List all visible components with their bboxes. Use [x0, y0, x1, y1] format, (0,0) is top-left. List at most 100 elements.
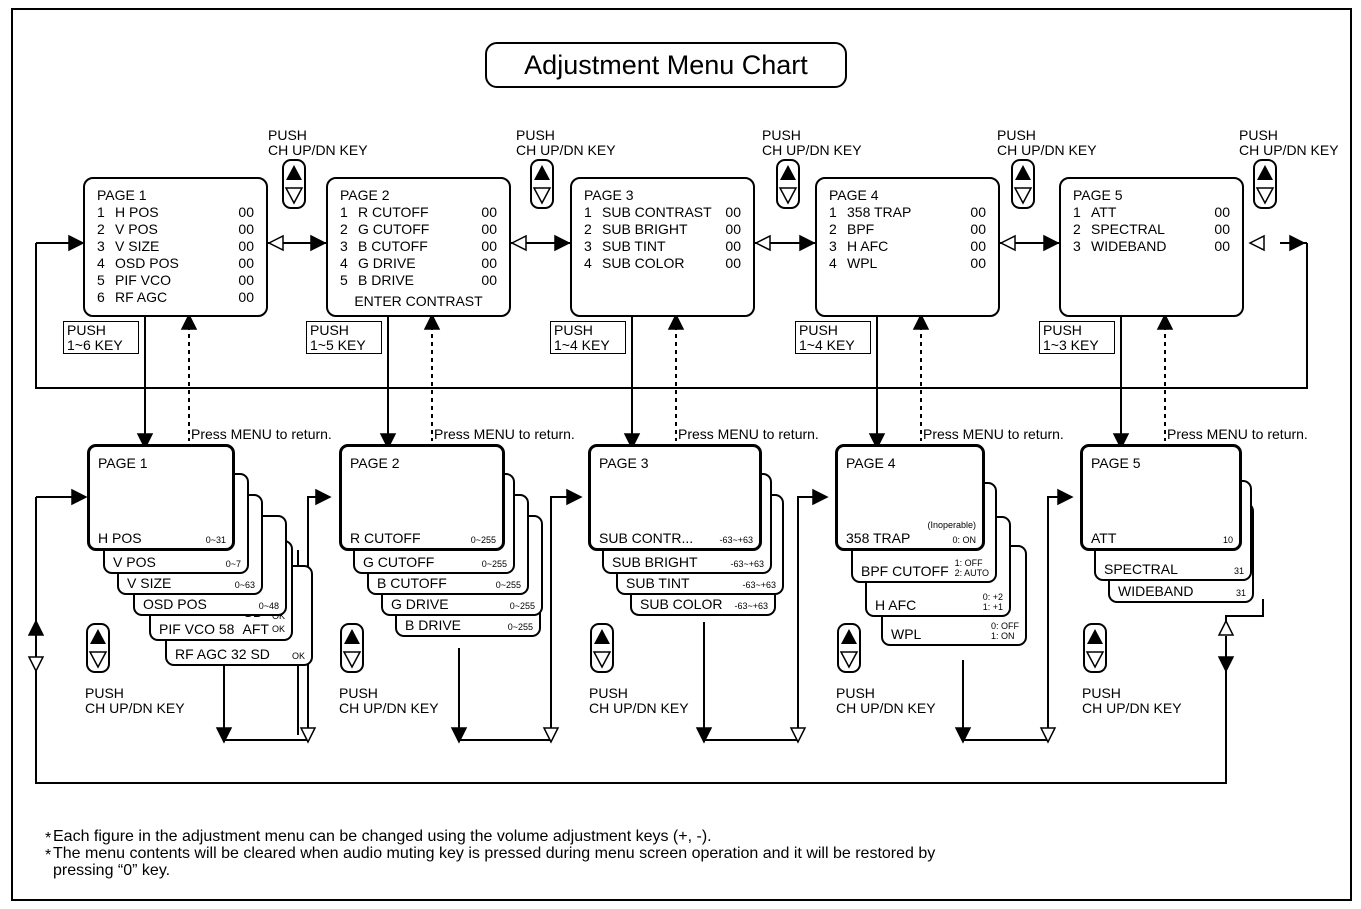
key-range: 1~3 KEY [1043, 337, 1099, 353]
menu-item-label: SUB TINT [602, 238, 666, 254]
menu-item-number: 2 [97, 221, 105, 237]
next-page-link [797, 496, 818, 740]
menu-page-title: PAGE 1 [97, 187, 147, 203]
arrow-right-icon [554, 234, 571, 252]
detail-range: 0~48 [258, 601, 279, 611]
up-arrow-icon [841, 629, 857, 644]
detail-page-title: PAGE 1 [98, 455, 148, 471]
down-arrow-icon [778, 187, 798, 205]
menu-item-label: SPECTRAL [1091, 221, 1165, 237]
arrow-right-icon [566, 488, 583, 506]
ok-label: OK [271, 611, 285, 621]
detail-range: 0~255 [481, 559, 507, 569]
key-range: 1~6 KEY [67, 337, 123, 353]
ch-up-dn-key-icon[interactable] [530, 159, 554, 209]
push-text: PUSH [554, 322, 593, 338]
detail-label: V POS [113, 554, 156, 570]
menu-item-value: 00 [238, 289, 254, 305]
arrow-left-icon [267, 234, 284, 252]
page5-loop [1225, 599, 1264, 630]
return-hint: Press MENU to return. [923, 426, 1064, 442]
menu-item-number: 1 [340, 204, 348, 220]
menu-item-number: 1 [829, 204, 837, 220]
arrow-down-icon [695, 727, 713, 744]
menu-item-value: 00 [238, 255, 254, 271]
down-arrow-icon [592, 651, 612, 669]
push-text: PUSH [799, 322, 838, 338]
next-page-link [1047, 496, 1063, 740]
ch-up-dn-key-icon[interactable] [837, 623, 861, 673]
push-ch-label: PUSH CH UP/DN KEY [1239, 127, 1339, 158]
push-ch-label: PUSH CH UP/DN KEY [1082, 685, 1182, 716]
menu-item-number: 5 [97, 272, 105, 288]
footnote-2: *The menu contents will be cleared when … [45, 845, 936, 879]
push-text: PUSH [67, 322, 106, 338]
ch-up-dn-key-icon[interactable] [1083, 623, 1107, 673]
down-arrow-icon [88, 651, 108, 669]
detail-range: 1: OFF 2: AUTO [954, 558, 989, 578]
menu-item-label: G DRIVE [358, 255, 416, 271]
menu-item-label: H POS [115, 204, 159, 220]
up-arrow-icon [90, 629, 106, 644]
ch-up-dn-key-icon[interactable] [776, 159, 800, 209]
detail-label: PIF VCO 58 [159, 621, 235, 637]
arrow-down-icon [954, 727, 972, 744]
ch-up-dn-key-icon[interactable] [1011, 159, 1035, 209]
menu-item-value: 00 [1214, 238, 1230, 254]
detail-page-title: PAGE 5 [1091, 455, 1141, 471]
menu-item-value: 00 [725, 204, 741, 220]
ch-up-dn-key-icon[interactable] [282, 159, 306, 209]
ch-up-dn-key-icon[interactable] [86, 623, 110, 673]
menu-footer: ENTER CONTRAST [354, 293, 483, 309]
arrow-down-icon [379, 433, 397, 450]
arrow-down-icon [27, 656, 45, 673]
ch-up-dn-key-icon[interactable] [340, 623, 364, 673]
menu-item-number: 4 [584, 255, 592, 271]
ch-up-dn-key-icon[interactable] [590, 623, 614, 673]
up-arrow-icon [1015, 165, 1031, 180]
menu-item-value: 00 [1214, 204, 1230, 220]
detail-label: SPECTRAL [1104, 561, 1178, 577]
detail-range: 0~255 [509, 601, 535, 611]
arrow-down-icon [542, 727, 560, 744]
menu-item-value: 00 [725, 221, 741, 237]
menu-item-value: 00 [725, 238, 741, 254]
detail-range: 0: +2 1: +1 [982, 592, 1003, 612]
detail-label: R CUTOFF [350, 530, 421, 546]
arrow-up-icon [1156, 313, 1174, 330]
menu-item-value: 00 [481, 221, 497, 237]
ch-up-dn-key-icon[interactable] [1253, 159, 1277, 209]
